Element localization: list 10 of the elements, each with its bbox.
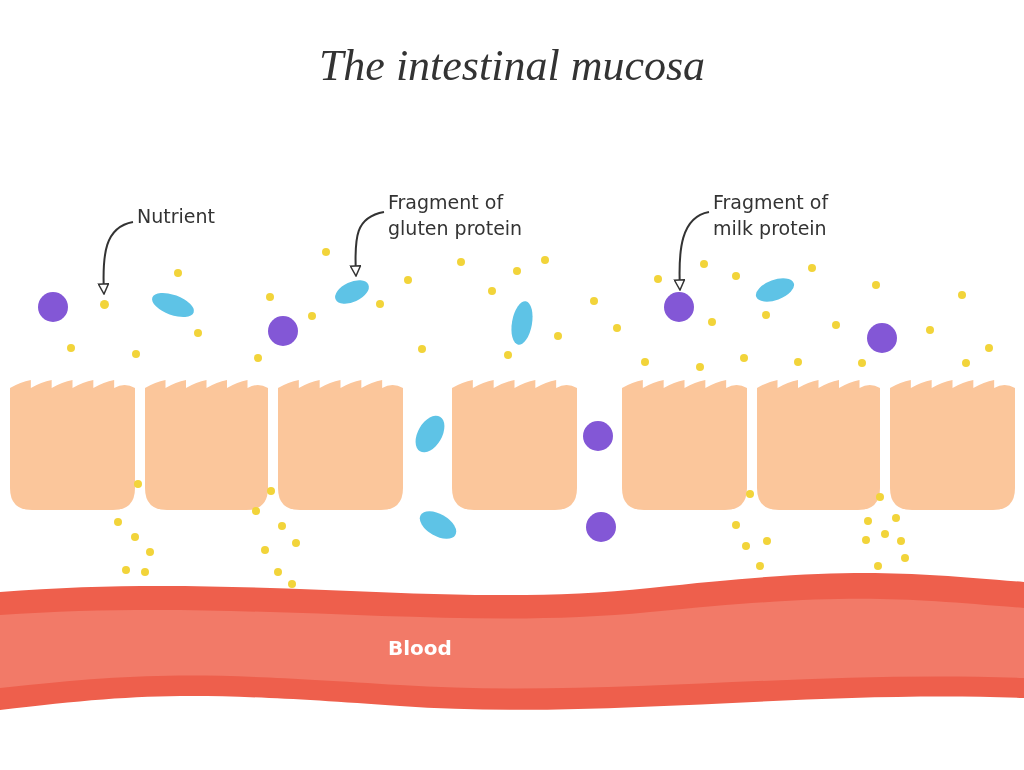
protein-fragment-circle [664, 292, 694, 322]
callout-label: Fragment of gluten protein [388, 189, 548, 241]
callout-label: Fragment of milk protein [713, 189, 873, 241]
nutrient-dot [99, 299, 109, 309]
leader-arrow [97, 221, 134, 295]
leader-arrow [349, 211, 385, 277]
title: The intestinal mucosa [317, 40, 707, 91]
vessel-label: Blood [388, 636, 452, 660]
callout-label: Nutrient [137, 203, 232, 229]
leader-arrow [673, 211, 710, 291]
